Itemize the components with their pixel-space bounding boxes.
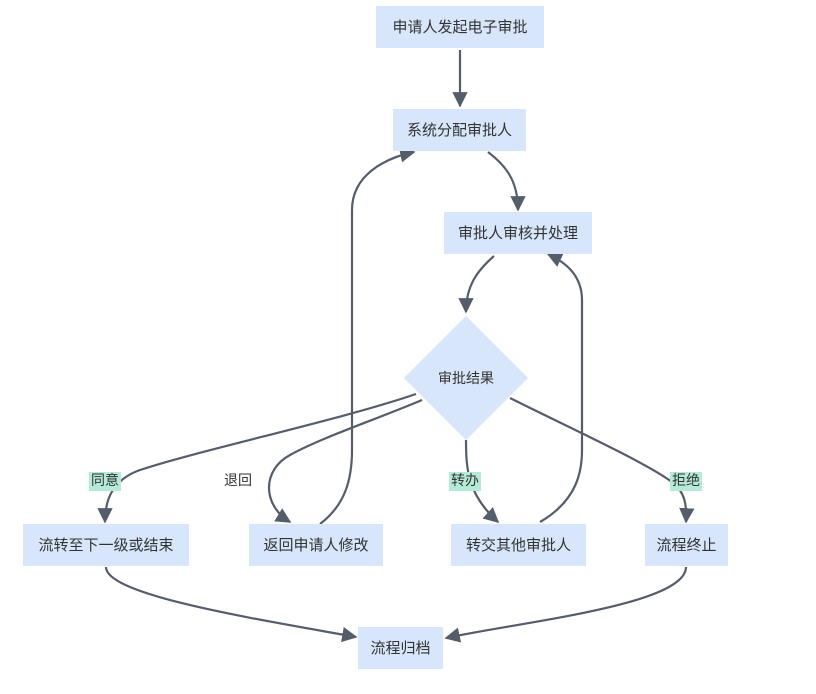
edge-decision-next-level [97, 392, 417, 524]
edge-review-decision [458, 255, 495, 314]
node-archive: 流程归档 [358, 627, 443, 669]
edge-transfer-review [539, 252, 584, 523]
edge-label-reject: 拒绝 [670, 472, 702, 491]
node-start: 申请人发起电子审批 [376, 6, 544, 48]
node-transfer: 转交其他审批人 [451, 524, 586, 566]
edge-decision-terminate [509, 397, 695, 524]
edge-label-return: 退回 [222, 472, 254, 491]
node-decision-label: 审批结果 [438, 371, 494, 387]
node-terminate: 流程终止 [645, 524, 728, 566]
edge-assign-review [487, 151, 526, 212]
edge-label-transfer: 转办 [449, 472, 481, 491]
node-assign: 系统分配审批人 [393, 109, 526, 151]
edge-terminate-archive [444, 566, 688, 643]
node-return: 返回申请人修改 [249, 524, 383, 566]
node-review: 审批人审核并处理 [444, 212, 592, 254]
edge-label-agree: 同意 [89, 472, 121, 491]
edge-decision-return [267, 398, 423, 523]
edge-next-level-archive [104, 566, 358, 643]
node-next-level: 流转至下一级或结束 [23, 524, 189, 566]
edge-return-assign [319, 147, 416, 525]
